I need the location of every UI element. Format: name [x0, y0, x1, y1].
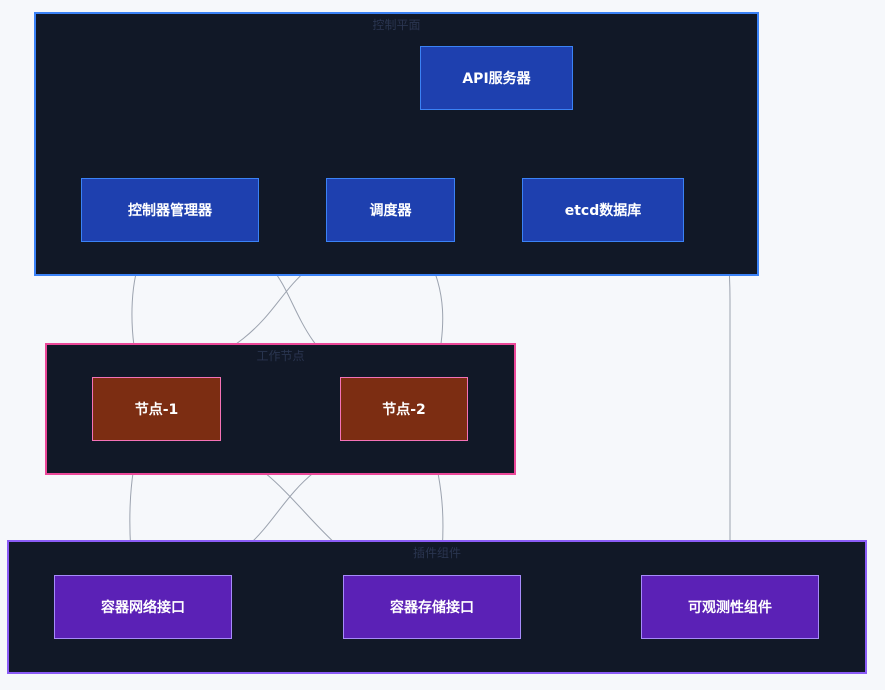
node-cni[interactable]: 容器网络接口	[54, 575, 232, 639]
node-scheduler[interactable]: 调度器	[326, 178, 455, 242]
node-node-1[interactable]: 节点-1	[92, 377, 221, 441]
cluster-title-plugins: 插件组件	[412, 546, 461, 560]
node-node-2[interactable]: 节点-2	[340, 377, 468, 441]
node-csi[interactable]: 容器存储接口	[343, 575, 521, 639]
cluster-title-worker-nodes: 工作节点	[256, 349, 305, 363]
cluster-title-control-plane: 控制平面	[372, 18, 421, 32]
node-etcd[interactable]: etcd数据库	[522, 178, 684, 242]
node-controller-manager[interactable]: 控制器管理器	[81, 178, 259, 242]
node-observability[interactable]: 可观测性组件	[641, 575, 819, 639]
node-api-server[interactable]: API服务器	[420, 46, 573, 110]
